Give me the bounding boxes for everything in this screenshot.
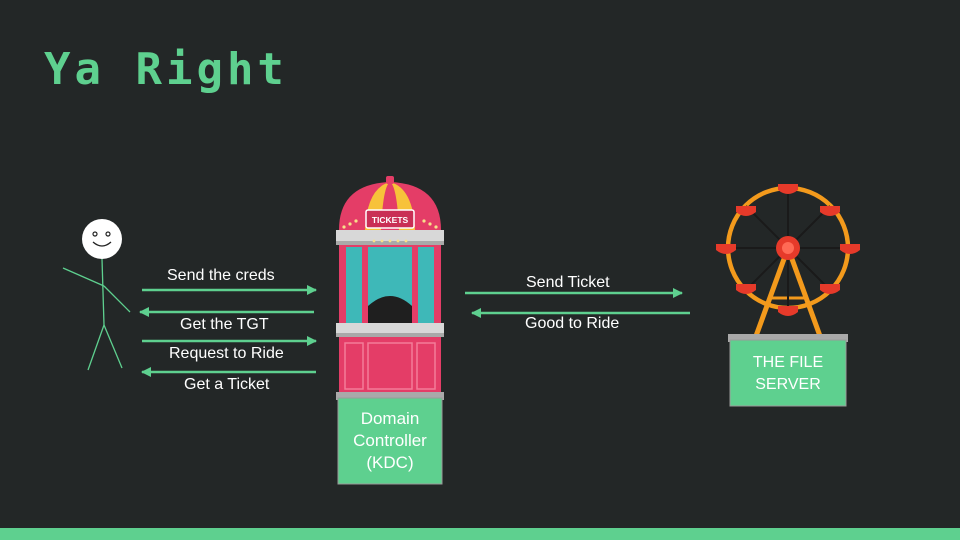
kdc-sign: TICKETS [372,215,409,225]
label-request-ride: Request to Ride [169,345,284,362]
file-server-label-box [729,339,847,407]
left-arrows [139,285,317,377]
stick-figure-user [62,219,131,371]
kdc-label: Domain Controller (KDC) [338,408,442,474]
label-get-tgt: Get the TGT [180,316,269,333]
ferris-wheel-icon [716,184,860,342]
ticket-booth-icon: TICKETS [336,176,444,400]
kdc-label-box [337,397,443,485]
label-send-ticket: Send Ticket [526,274,610,291]
bottom-accent-bar [0,528,960,540]
kdc-label-line-3: (KDC) [366,453,414,472]
file-server-label: THE FILE SERVER [730,352,846,396]
kdc-label-line-2: Controller [353,431,427,450]
label-get-ticket: Get a Ticket [184,376,270,393]
label-good-to-ride: Good to Ride [525,315,620,332]
file-server-label-line-2: SERVER [755,376,821,393]
right-arrows [465,288,690,318]
file-server-label-line-1: THE FILE [752,354,824,371]
label-send-creds: Send the creds [167,267,275,284]
slide-title: Ya Right [44,44,288,95]
kdc-label-line-1: Domain [360,409,420,428]
